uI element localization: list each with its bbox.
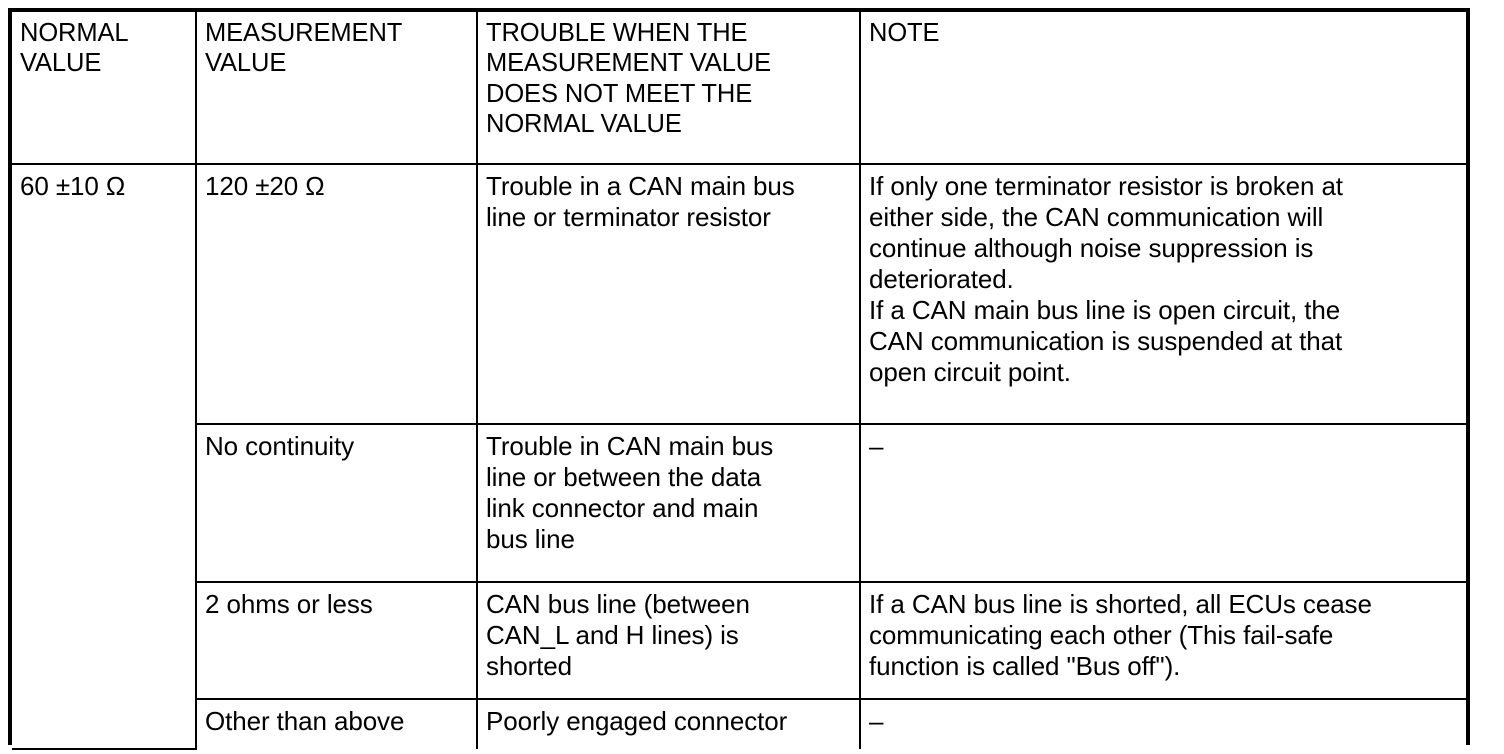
cell-note: –: [859, 423, 1466, 583]
cell-text-line: continue although noise suppression is: [869, 233, 1314, 264]
cell-text-line: bus line: [486, 524, 575, 555]
cell-trouble: Poorly engaged connector: [476, 698, 861, 749]
cell-text-line: link connector and main: [486, 493, 759, 524]
cell-text-line: Poorly engaged connector: [486, 706, 788, 736]
cell-text-line: line or between the data: [486, 462, 762, 493]
column-header-note: NOTE: [859, 12, 1466, 165]
table-row: 60 ±10 Ω 120 ±20 Ω Trouble in a CAN main…: [12, 163, 1466, 750]
column-header-trouble-line-3: DOES NOT MEET THE: [486, 79, 753, 108]
cell-text-line: communicating each other (This fail-safe: [869, 620, 1334, 651]
column-header-measurement-value-line-1: MEASUREMENT: [205, 19, 403, 47]
cell-text-line: shorted: [486, 651, 573, 682]
column-header-note-label: NOTE: [869, 19, 940, 47]
table-body: 60 ±10 Ω 120 ±20 Ω Trouble in a CAN main…: [12, 163, 1466, 750]
cell-normal-value: 60 ±10 Ω: [12, 163, 197, 750]
column-header-measurement-value-line-2: VALUE: [205, 49, 287, 78]
column-header-normal-value-line-2: VALUE: [20, 49, 102, 78]
table-header: NORMAL VALUE MEASUREMENT VALUE TROUBLE W…: [12, 12, 1466, 165]
column-header-trouble-line-4: NORMAL VALUE: [486, 110, 682, 139]
cell-text-line: CAN communication is suspended at that: [869, 326, 1343, 357]
cell-text-line: If a CAN bus line is shorted, all ECUs c…: [869, 589, 1372, 619]
table-header-row: NORMAL VALUE MEASUREMENT VALUE TROUBLE W…: [12, 12, 1466, 165]
measurement-spec-table: NORMAL VALUE MEASUREMENT VALUE TROUBLE W…: [12, 12, 1466, 750]
cell-text-line: Trouble in a CAN main bus: [486, 171, 795, 201]
cell-text-line: line or terminator resistor: [486, 202, 771, 233]
cell-text-line: either side, the CAN communication will: [869, 202, 1324, 233]
column-header-measurement-value: MEASUREMENT VALUE: [195, 12, 478, 165]
column-header-normal-value-line-1: NORMAL: [20, 19, 129, 47]
cell-text-line: –: [869, 431, 884, 461]
measurement-spec-table-container: NORMAL VALUE MEASUREMENT VALUE TROUBLE W…: [8, 8, 1470, 750]
cell-text-line: CAN_L and H lines) is: [486, 620, 739, 651]
cell-text-line: CAN bus line (between: [486, 589, 750, 619]
cell-text-line: If a CAN main bus line is open circuit, …: [869, 295, 1341, 326]
table-row: Other than above Poorly engaged connecto…: [12, 698, 1466, 749]
cell-measurement-value: 120 ±20 Ω: [195, 163, 478, 425]
cell-text-line: function is called "Bus off").: [869, 651, 1181, 682]
column-header-trouble-line-2: MEASUREMENT VALUE: [486, 49, 772, 78]
cell-text-line: Trouble in CAN main bus: [486, 431, 774, 461]
column-header-normal-value: NORMAL VALUE: [12, 12, 197, 165]
cell-note: If only one terminator resistor is broke…: [859, 163, 1466, 425]
cell-note: –: [859, 698, 1466, 749]
cell-text-line: –: [869, 706, 884, 736]
column-header-trouble-line-1: TROUBLE WHEN THE: [486, 19, 748, 47]
cell-text-line: open circuit point.: [869, 357, 1071, 388]
cell-measurement-value: No continuity: [196, 423, 478, 583]
cell-text-line: If only one terminator resistor is broke…: [869, 171, 1343, 201]
cell-measurement-value: Other than above: [196, 698, 478, 749]
column-header-trouble: TROUBLE WHEN THE MEASUREMENT VALUE DOES …: [476, 12, 861, 165]
cell-measurement-value: 2 ohms or less: [196, 581, 478, 700]
cell-text-line: deteriorated.: [869, 264, 1014, 295]
cell-note: If a CAN bus line is shorted, all ECUs c…: [859, 581, 1466, 700]
